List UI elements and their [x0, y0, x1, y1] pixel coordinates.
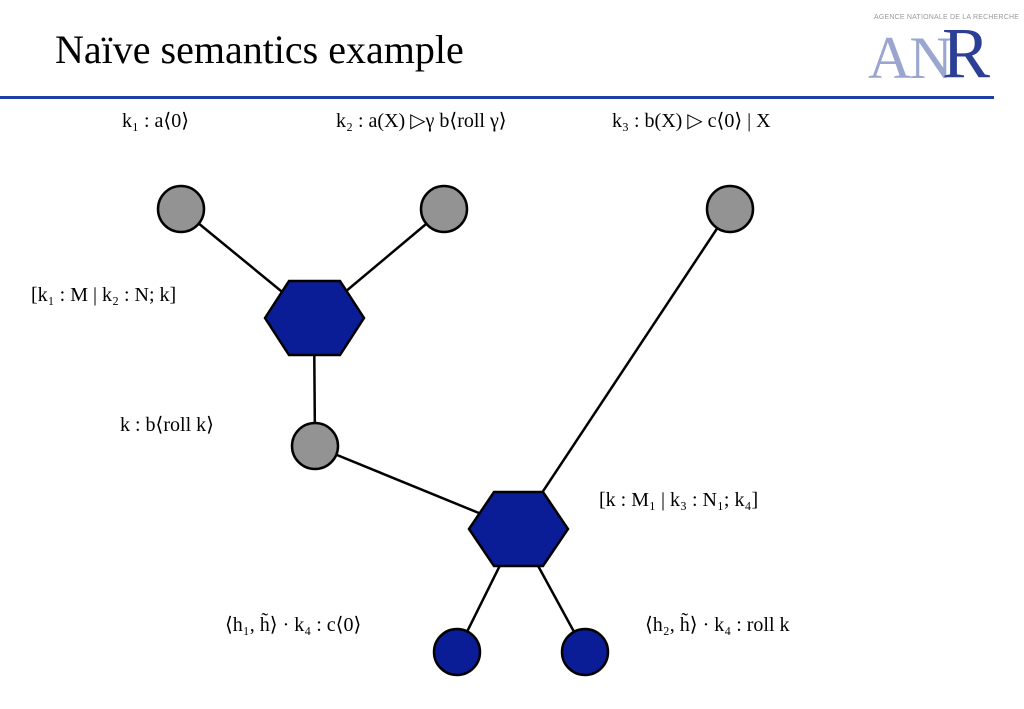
label-memory1: [k₁ : M | k₂ : N; k]	[31, 284, 177, 306]
label-kb: k : b⟨roll k⟩	[120, 414, 214, 436]
memory-node-2	[467, 490, 570, 568]
logo-r-letter: R	[942, 13, 991, 93]
node-h2	[560, 627, 610, 677]
label-h2: ⟨h₂, h̃⟩ · k₄ : roll k	[645, 614, 790, 636]
label-h1: ⟨h₁, h̃⟩ · k₄ : c⟨0⟩	[225, 614, 362, 636]
node-kb	[290, 421, 340, 471]
title-rule	[0, 96, 994, 99]
logo-an-letters: AN	[868, 25, 953, 91]
node-k3	[705, 184, 755, 234]
edge-k3-memory2	[516, 208, 732, 530]
label-k2: k₂ : a(X) ▷γ b⟨roll γ⟩	[336, 110, 507, 132]
anr-logo: AGENCE NATIONALE DE LA RECHERCHE AN R	[866, 13, 1019, 93]
node-k1	[156, 184, 206, 234]
label-memory2: [k : M₁ | k₃ : N₁; k₄]	[599, 489, 759, 511]
label-k3: k₃ : b(X) ▷ c⟨0⟩ | X	[612, 110, 771, 132]
label-k1: k₁ : a⟨0⟩	[122, 110, 190, 132]
node-k2	[419, 184, 469, 234]
slide-title: Naïve semantics example	[55, 27, 464, 72]
node-h1	[432, 627, 482, 677]
memory-node-1	[263, 279, 366, 357]
edges	[180, 208, 732, 653]
logo-subtitle: AGENCE NATIONALE DE LA RECHERCHE	[874, 14, 1020, 21]
